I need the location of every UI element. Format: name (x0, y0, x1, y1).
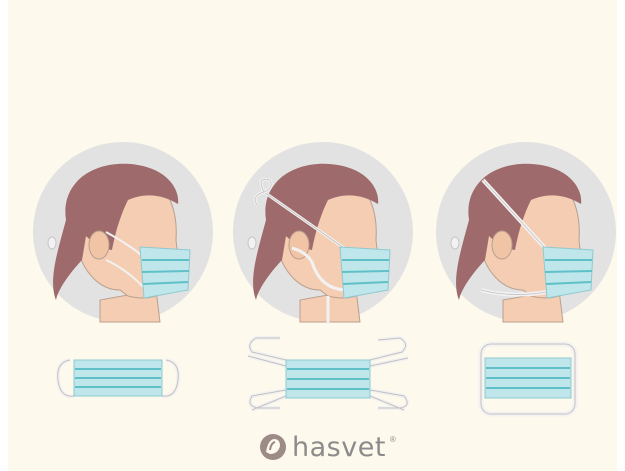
flat-mask-bands (481, 344, 575, 414)
hair-tie (248, 237, 256, 249)
ear (492, 231, 512, 259)
panel-ear-loop (28, 140, 218, 415)
watermark-text: hasvet (292, 434, 386, 461)
registered-mark: ® (390, 435, 396, 444)
ear (89, 231, 109, 259)
hair-tie (451, 237, 459, 249)
panel-tie-on (228, 140, 428, 420)
hair-tie (48, 237, 56, 249)
hasvet-watermark: hasvet ® (258, 432, 396, 462)
hasvet-logo-icon (258, 432, 288, 462)
panel-elastic-band (431, 140, 621, 418)
flat-mask-ties (248, 338, 408, 410)
flat-mask-ear-loop (58, 360, 179, 396)
